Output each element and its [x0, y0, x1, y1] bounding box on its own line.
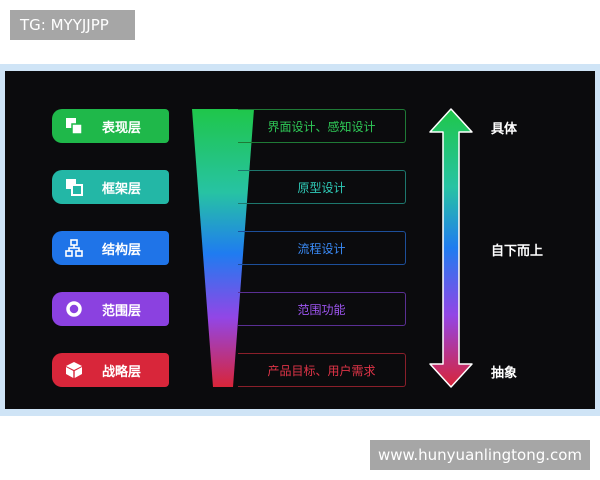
detail-box-framework: 原型设计 — [238, 170, 406, 204]
layer-label: 战略层 — [102, 364, 142, 380]
detail-text: 产品目标、用户需求 — [267, 363, 376, 378]
stacked-squares-icon — [64, 116, 84, 136]
layer-pill-strategy: 战略层 — [52, 353, 169, 387]
detail-text: 界面设计、感知设计 — [267, 119, 376, 134]
overlapping-squares-icon — [64, 177, 84, 197]
axis-label-bottom: 抽象 — [491, 366, 518, 381]
layer-label: 框架层 — [102, 181, 142, 197]
cube-icon — [64, 360, 84, 380]
layer-label: 范围层 — [102, 303, 142, 319]
layer-pill-structure: 结构层 — [52, 231, 169, 265]
detail-text: 流程设计 — [297, 241, 346, 256]
watermark-bottom: www.hunyuanlingtong.com — [370, 440, 590, 470]
layer-pill-presentation: 表现层 — [52, 109, 169, 143]
double-arrow — [429, 108, 473, 388]
hierarchy-icon — [64, 238, 84, 258]
detail-box-structure: 流程设计 — [238, 231, 406, 265]
watermark-top: TG: MYYJJPP — [10, 10, 135, 40]
detail-box-scope: 范围功能 — [238, 292, 406, 326]
axis-label-middle: 自下而上 — [491, 244, 544, 259]
funnel-shape — [192, 109, 254, 387]
layer-pill-framework: 框架层 — [52, 170, 169, 204]
layer-pill-scope: 范围层 — [52, 292, 169, 326]
detail-text: 范围功能 — [297, 302, 346, 317]
detail-text: 原型设计 — [297, 180, 346, 195]
ring-icon — [64, 299, 84, 319]
axis-label-top: 具体 — [491, 122, 518, 137]
detail-box-presentation: 界面设计、感知设计 — [238, 109, 406, 143]
layer-label: 结构层 — [102, 242, 142, 258]
detail-box-strategy: 产品目标、用户需求 — [238, 353, 406, 387]
layer-label: 表现层 — [102, 120, 142, 136]
